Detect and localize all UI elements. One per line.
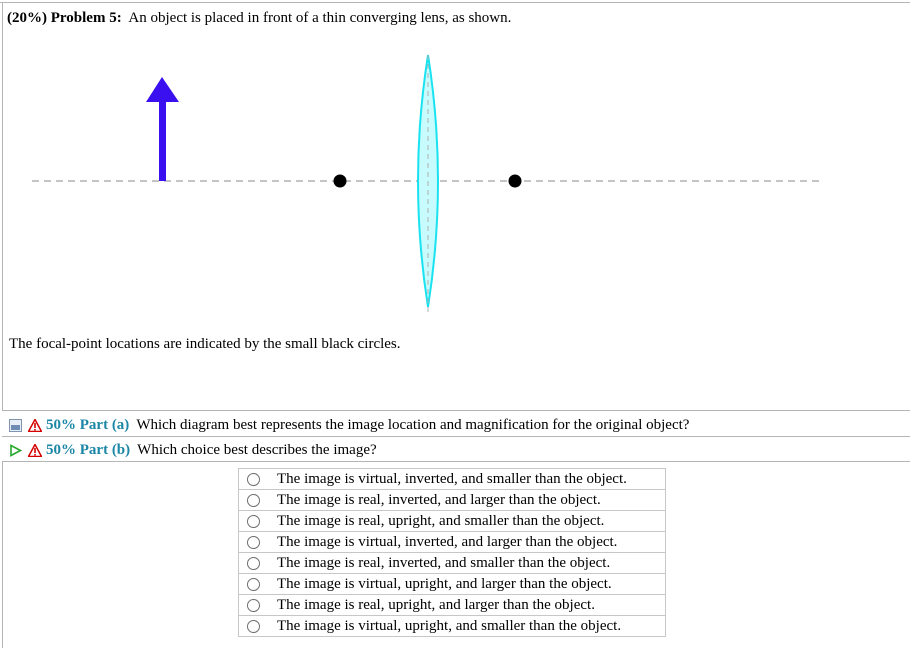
focal-point-right xyxy=(508,174,522,188)
focal-point-left xyxy=(333,174,347,188)
radio-button[interactable] xyxy=(246,535,260,549)
lens-diagram xyxy=(32,54,822,314)
choice-row[interactable]: The image is real, upright, and larger t… xyxy=(238,594,666,616)
problem-header: (20%) Problem 5: An object is placed in … xyxy=(7,10,511,27)
warning-icon xyxy=(27,442,43,458)
problem-left-border xyxy=(2,3,3,411)
play-arrow-icon[interactable] xyxy=(9,444,23,457)
choice-row[interactable]: The image is real, inverted, and smaller… xyxy=(238,552,666,574)
part-b-divider xyxy=(2,461,910,462)
part-a-question: Which diagram best represents the image … xyxy=(136,417,690,433)
part-b-left-border xyxy=(2,461,3,648)
radio-button[interactable] xyxy=(246,577,260,591)
problem-weight: (20%) xyxy=(7,10,47,26)
radio-button[interactable] xyxy=(246,598,260,612)
radio-button[interactable] xyxy=(246,472,260,486)
answer-choices: The image is virtual, inverted, and smal… xyxy=(238,468,666,637)
choice-text[interactable]: The image is virtual, inverted, and smal… xyxy=(267,468,666,490)
choice-text[interactable]: The image is real, upright, and smaller … xyxy=(267,510,666,532)
choice-text[interactable]: The image is real, inverted, and larger … xyxy=(267,489,666,511)
part-divider-top xyxy=(2,410,910,411)
radio-button[interactable] xyxy=(246,556,260,570)
choice-row[interactable]: The image is virtual, inverted, and smal… xyxy=(238,468,666,490)
choice-row[interactable]: The image is virtual, upright, and small… xyxy=(238,615,666,637)
part-divider-middle xyxy=(2,436,910,437)
choice-text[interactable]: The image is virtual, upright, and large… xyxy=(267,573,666,595)
part-b-question: Which choice best describes the image? xyxy=(137,442,377,458)
radio-button[interactable] xyxy=(246,514,260,528)
radio-button[interactable] xyxy=(246,493,260,507)
focal-note: The focal-point locations are indicated … xyxy=(9,336,401,352)
choice-row[interactable]: The image is real, upright, and smaller … xyxy=(238,510,666,532)
choice-text[interactable]: The image is virtual, upright, and small… xyxy=(267,615,666,637)
choice-row[interactable]: The image is virtual, upright, and large… xyxy=(238,573,666,595)
radio-button[interactable] xyxy=(246,619,260,633)
problem-title: Problem 5: xyxy=(50,10,122,26)
part-b-label: 50% Part (b) xyxy=(46,442,131,458)
part-a-row[interactable]: 50% Part (a) Which diagram best represen… xyxy=(9,417,689,434)
choice-text[interactable]: The image is virtual, inverted, and larg… xyxy=(267,531,666,553)
choice-text[interactable]: The image is real, inverted, and smaller… xyxy=(267,552,666,574)
part-b-row[interactable]: 50% Part (b) Which choice best describes… xyxy=(9,442,377,459)
object-arrow xyxy=(146,77,179,181)
problem-statement: An object is placed in front of a thin c… xyxy=(128,10,512,26)
choice-row[interactable]: The image is virtual, inverted, and larg… xyxy=(238,531,666,553)
part-a-label: 50% Part (a) xyxy=(46,417,130,433)
expand-icon[interactable] xyxy=(9,419,22,432)
warning-icon xyxy=(27,417,43,433)
top-border xyxy=(0,2,910,3)
choice-row[interactable]: The image is real, inverted, and larger … xyxy=(238,489,666,511)
choice-text[interactable]: The image is real, upright, and larger t… xyxy=(267,594,666,616)
